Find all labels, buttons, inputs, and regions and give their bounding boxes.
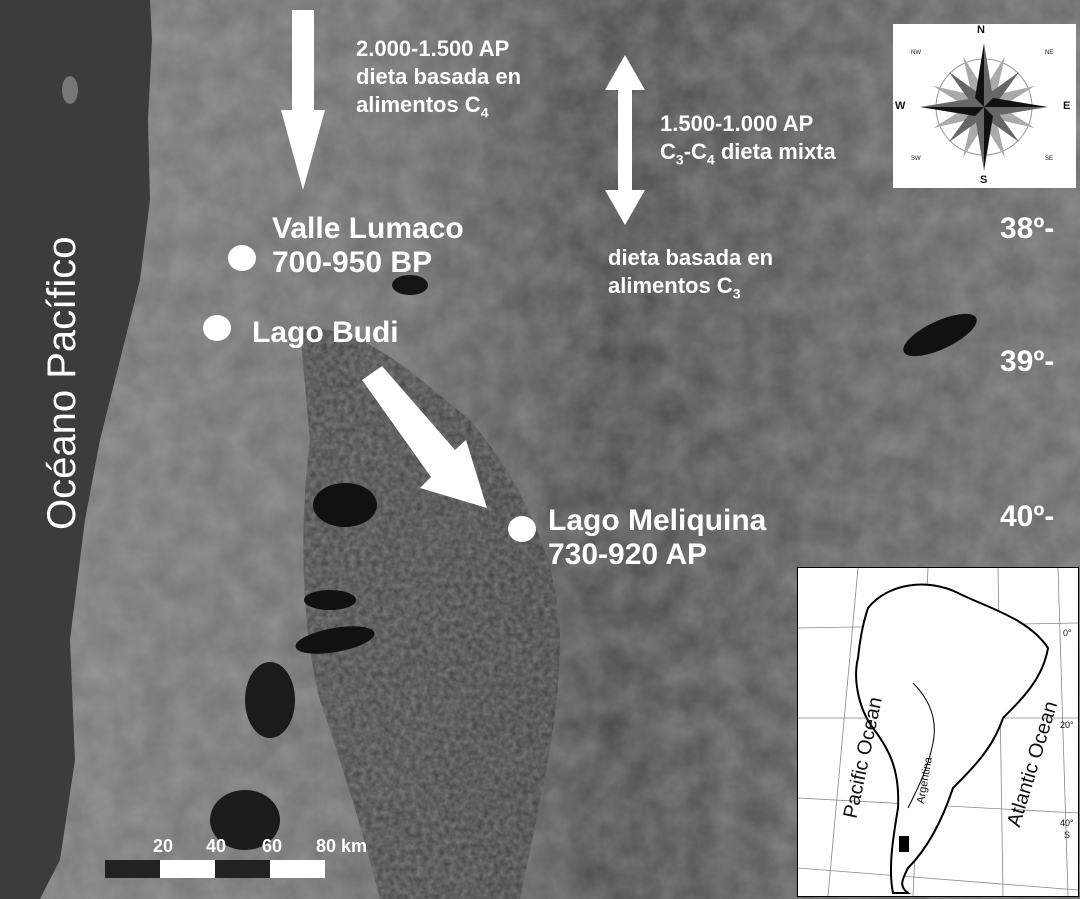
lake	[313, 483, 377, 527]
compass-star-icon	[920, 43, 1048, 171]
latitude-label: 40º-	[1000, 500, 1055, 533]
diet-subscript: 3	[732, 285, 741, 302]
diet-note-mixed: 1.500-1.000 AP C3-C4 dieta mixta	[660, 110, 836, 173]
diet-note-line: dieta basada en	[356, 64, 522, 89]
diet-note-line: 1.500-1.000 AP	[660, 111, 814, 136]
lake	[392, 275, 428, 295]
lake	[210, 790, 280, 850]
site-name: Valle Lumaco	[272, 212, 464, 245]
diet-note-c4: 2.000-1.500 AP dieta basada en alimentos…	[356, 35, 521, 126]
scale-bar	[105, 860, 325, 878]
compass-se: SE	[1045, 156, 1054, 162]
compass-s: S	[980, 174, 988, 186]
compass-n: N	[977, 24, 985, 36]
diagonal-arrow	[362, 366, 487, 508]
inset-south-america	[798, 568, 1078, 896]
site-label-lago-meliquina: Lago Meliquina 730-920 AP	[548, 504, 766, 572]
compass-e: E	[1063, 100, 1071, 112]
diet-subscript: 3	[675, 151, 684, 168]
diet-text: alimentos C	[356, 92, 481, 117]
diet-note-line: alimentos C3	[608, 272, 773, 307]
diet-note-line: dieta basada en	[608, 245, 774, 270]
latitude-label: 39º-	[1000, 345, 1055, 378]
down-arrow	[281, 10, 325, 190]
site-marker-lago-budi	[203, 315, 231, 341]
scale-tick: 60	[262, 836, 283, 856]
diet-note-c3: dieta basada en alimentos C3	[608, 244, 773, 307]
diet-note-line: 2.000-1.500 AP	[356, 36, 510, 61]
compass-rose: N E S W NW NE SW SE	[893, 24, 1076, 188]
inset-map: Pacific Ocean Atlantic Ocean Argentina 0…	[797, 567, 1079, 897]
double-arrow	[605, 55, 645, 225]
lake	[903, 313, 977, 357]
diet-text: dieta mixta	[714, 139, 836, 164]
site-name: Lago Budi	[252, 316, 399, 349]
latitude-label: 38º-	[1000, 212, 1055, 245]
inset-lat-label: 40°	[1060, 818, 1074, 828]
site-date: 700-950 BP	[272, 246, 433, 279]
site-marker-lago-meliquina	[508, 516, 536, 542]
study-area-marker	[899, 836, 909, 852]
diet-note-line: alimentos C4	[356, 91, 521, 126]
diet-text: alimentos C	[608, 273, 733, 298]
site-label-lago-budi: Lago Budi	[252, 316, 399, 350]
diet-note-line: C3-C4 dieta mixta	[660, 138, 836, 173]
scale-tick: 40	[206, 836, 227, 856]
diet-subscript: 4	[706, 151, 715, 168]
lake	[295, 626, 375, 654]
compass-sw: SW	[911, 156, 921, 162]
compass-ne: NE	[1045, 50, 1054, 56]
inset-lat-label: 0°	[1063, 628, 1072, 638]
site-label-valle-lumaco: Valle Lumaco 700-950 BP	[272, 212, 464, 280]
diet-text: C	[660, 139, 676, 164]
scale-tick: 20	[153, 836, 174, 856]
island	[62, 76, 78, 104]
compass-nw: NW	[911, 50, 921, 56]
lake	[304, 590, 356, 610]
site-date: 730-920 AP	[548, 538, 707, 571]
south-america-outline	[855, 583, 1050, 894]
site-marker-valle-lumaco	[228, 245, 256, 271]
scale-tick: 80 km	[316, 836, 368, 856]
lake	[245, 662, 295, 738]
compass-w: W	[895, 100, 906, 112]
site-name: Lago Meliquina	[548, 504, 767, 537]
inset-lat-label: 20°	[1060, 720, 1074, 730]
inset-lat-label: S	[1064, 830, 1071, 840]
diet-text: -C	[683, 139, 707, 164]
diet-subscript: 4	[480, 104, 489, 121]
